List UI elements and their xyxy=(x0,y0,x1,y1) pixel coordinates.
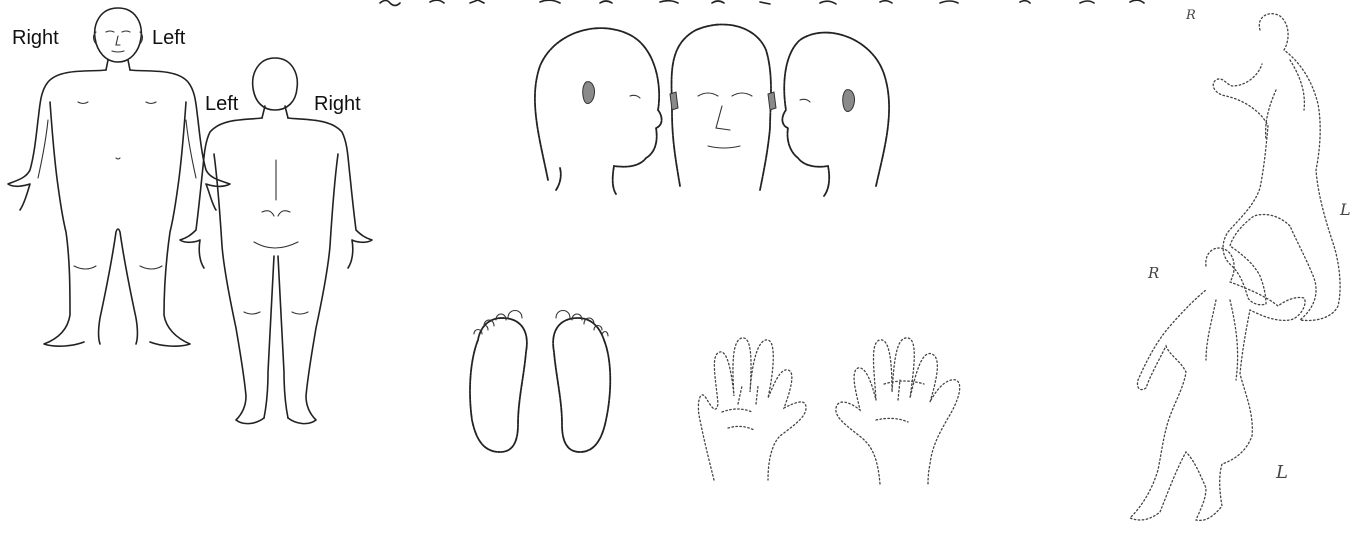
back-head xyxy=(253,58,298,110)
hands-palms xyxy=(698,338,959,486)
front-left-side-body xyxy=(44,102,84,346)
right-hand-creases xyxy=(876,380,924,422)
back-inner-legs xyxy=(264,256,288,418)
front-arm-inner-lines xyxy=(38,120,196,178)
left-foot-toes xyxy=(474,311,522,335)
head-profile-left xyxy=(535,28,662,194)
running-figures xyxy=(1130,14,1340,521)
front-label-right: Right xyxy=(12,28,59,48)
front-label-left: Left xyxy=(152,28,185,48)
head-profile-right-eye xyxy=(800,99,810,102)
running-figure-upper xyxy=(1213,14,1340,321)
left-hand-palm xyxy=(698,338,806,480)
front-chest-details xyxy=(78,102,156,159)
left-hand-creases xyxy=(722,386,758,430)
front-knee-lines xyxy=(74,266,162,269)
front-inner-legs xyxy=(99,229,138,344)
head-front-eyes xyxy=(698,93,752,96)
head-front-nose-mouth xyxy=(708,106,740,148)
front-head xyxy=(95,8,142,62)
body-front-figure xyxy=(8,8,230,346)
clipped-top-caption-ink xyxy=(380,0,1144,6)
right-hand-palm xyxy=(836,338,960,486)
lower-figure-label-l: L xyxy=(1276,462,1288,483)
feet-soles xyxy=(470,311,610,453)
back-label-left: Left xyxy=(205,94,238,114)
back-label-right: Right xyxy=(314,94,361,114)
heads-three-views xyxy=(535,24,889,196)
right-foot-sole xyxy=(553,318,610,452)
back-spine-and-buttocks xyxy=(254,160,298,248)
back-right-side-body xyxy=(288,154,338,424)
left-ear-pain-mark xyxy=(583,82,595,104)
head-profile-left-eye xyxy=(630,95,640,98)
front-face-features xyxy=(106,31,130,52)
left-foot-sole xyxy=(470,318,527,452)
lower-figure-label-r: R xyxy=(1148,264,1159,282)
back-left-side-body xyxy=(214,154,264,424)
head-profile-right xyxy=(782,33,889,196)
back-knee-lines xyxy=(244,312,308,314)
front-torso-and-arms xyxy=(8,70,230,210)
front-face-ear-marks xyxy=(670,92,776,110)
upper-figure-label-l: L xyxy=(1340,200,1351,219)
head-profile-left-neck xyxy=(556,168,561,190)
upper-figure-label-r: R xyxy=(1186,8,1196,23)
running-figure-upper-arm xyxy=(1266,60,1305,140)
front-right-side-body xyxy=(150,102,190,346)
running-figure-lower-torso xyxy=(1206,300,1238,380)
right-ear-pain-mark xyxy=(843,90,855,112)
